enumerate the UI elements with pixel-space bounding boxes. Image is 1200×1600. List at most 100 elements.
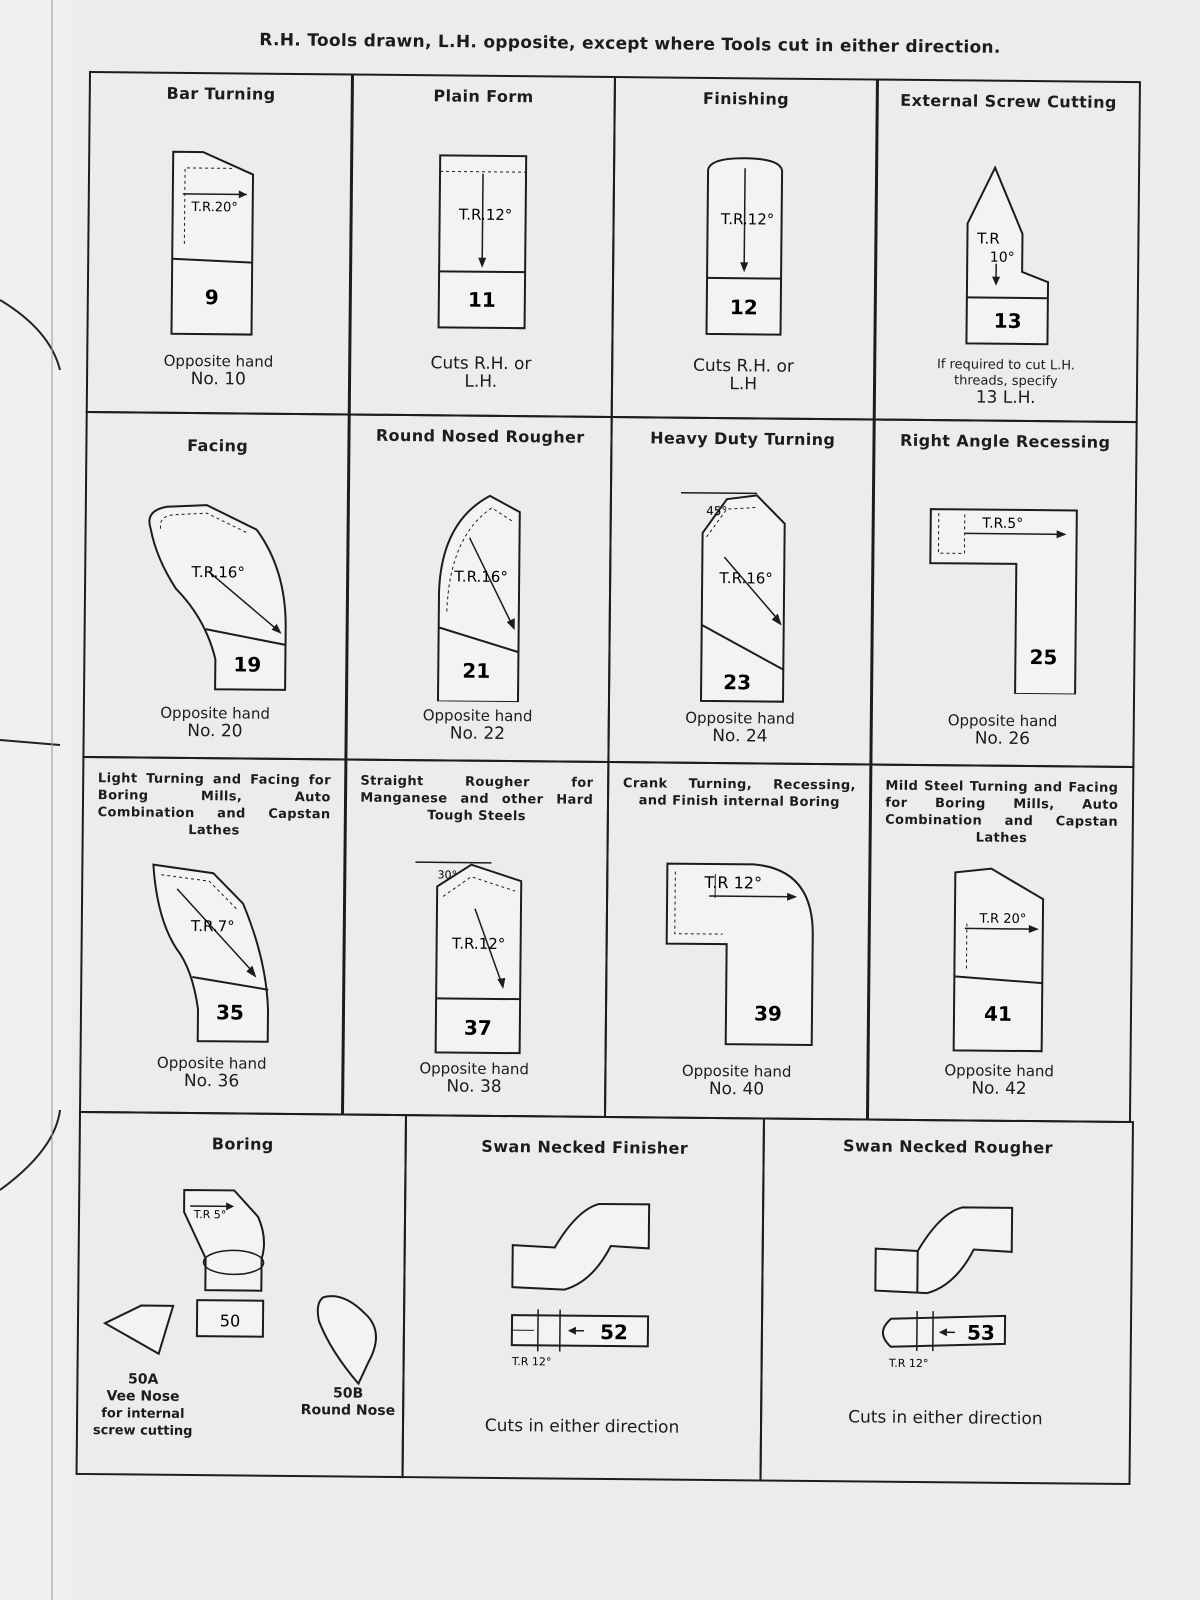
tool-rake-label: T.R.16° [191, 563, 246, 582]
tool-title: Plain Form [433, 86, 534, 107]
tool-rake-label: T.R 12° [888, 1356, 929, 1369]
finishing-sketch: T.R.12° 12 [705, 157, 784, 336]
tool-rake-label: T.R.12° [720, 210, 775, 229]
tool-number: 52 [600, 1320, 628, 1344]
heavy-duty-turning-sketch: 45° T.R.16° 23 [681, 491, 786, 703]
straight-rougher-sketch: 30° T.R.12° 37 [415, 861, 523, 1054]
tool-cell-heavy-duty-turning: Heavy Duty Turning 45° T.R.16° 23 Opposi… [607, 415, 876, 766]
tool-title: Light Turning and Facing for Boring Mill… [97, 770, 332, 839]
tool-note: Cuts in either direction [848, 1407, 1043, 1429]
facing-page-fragment [0, 0, 61, 1600]
bar-turning-sketch: T.R.20° 9 [170, 150, 255, 336]
tool-title: Swan Necked Rougher [842, 1136, 1053, 1158]
tool-title: Straight Rougher for Manganese and other… [360, 773, 594, 824]
vee-nose-label: 50A Vee Nose for internal screw cutting [92, 1371, 193, 1439]
tool-cell-light-turning: Light Turning and Facing for Boring Mill… [78, 755, 348, 1116]
tool-rake-label: T.R.16° [719, 569, 774, 588]
tool-title: Right Angle Recessing [900, 430, 1111, 452]
right-angle-recessing-sketch: T.R.5° 25 [929, 507, 1078, 695]
tool-title: Bar Turning [166, 83, 276, 104]
tool-cell-straight-rougher: Straight Rougher for Manganese and other… [341, 758, 610, 1119]
tool-number: 35 [216, 1000, 244, 1024]
tool-cell-swan-necked-rougher: Swan Necked Rougher 53 T.R 12° Cuts in e… [759, 1117, 1134, 1486]
tool-number: 37 [464, 1015, 492, 1039]
tool-title: Swan Necked Finisher [481, 1136, 689, 1158]
tool-note: Cuts in either direction [484, 1415, 680, 1438]
tool-number: 50 [220, 1311, 241, 1330]
tool-title: Boring [211, 1133, 274, 1154]
tool-number: 12 [730, 295, 758, 319]
tool-title: Heavy Duty Turning [650, 428, 836, 449]
tool-title: Facing [187, 435, 249, 456]
tool-rake-label: T.R.20° [191, 200, 238, 215]
tool-number: 25 [1029, 645, 1057, 669]
tool-cell-round-nosed-rougher: Round Nosed Rougher T.R.16° 21 Opposite … [344, 413, 613, 764]
tool-title: Round Nosed Rougher [375, 425, 585, 447]
round-nose-label: 50B Round Nose [300, 1385, 396, 1419]
tool-title: Mild Steel Turning and Facing for Boring… [885, 778, 1119, 846]
mild-steel-turning-sketch: T.R 20° 41 [952, 867, 1044, 1052]
tool-rake-label: T.R 12° [511, 1355, 552, 1368]
tool-title: Finishing [702, 88, 790, 109]
tool-cell-boring: Boring T.R 5° 50 50A Vee Nose for intern… [75, 1110, 408, 1479]
table-row: Light Turning and Facing for Boring Mill… [78, 755, 1143, 1124]
tool-rake-label: T.R [976, 229, 1000, 247]
tool-rake-angle: 10° [990, 249, 1015, 265]
tool-rake-label: T.R 20° [978, 911, 1026, 926]
tool-rake-label: T.R.16° [453, 567, 508, 586]
tool-rake-label: T.R.12° [451, 934, 506, 953]
tool-cell-external-screw-cutting: External Screw Cutting T.R 10° 13 If req… [872, 78, 1142, 424]
angle-label: 45° [706, 504, 727, 518]
swan-necked-rougher-sketch: 53 T.R 12° [874, 1206, 1014, 1370]
round-nosed-rougher-sketch: T.R.16° 21 [436, 494, 521, 703]
tool-cell-crank-turning: Crank Turning, Recessing, and Finish int… [603, 760, 873, 1121]
facing-sketch: T.R.16° 19 [148, 503, 287, 691]
tool-title: Crank Turning, Recessing, and Finish int… [622, 775, 857, 810]
tool-rake-label: T.R 12° [704, 873, 763, 893]
tool-rake-label: T.R.12° [458, 205, 513, 224]
tool-cell-right-angle-recessing: Right Angle Recessing T.R.5° 25 Opposite… [869, 418, 1138, 769]
angle-label: 30° [437, 868, 457, 881]
tool-rake-label: T.R.5° [981, 515, 1023, 531]
light-turning-sketch: T.R.7° 35 [152, 863, 270, 1043]
swan-necked-finisher-sketch: 52 T.R 12° [510, 1202, 651, 1368]
tool-number: 9 [205, 285, 219, 309]
tool-number: 11 [468, 287, 496, 311]
tool-rake-label: T.R.7° [190, 917, 235, 935]
tool-number: 21 [462, 658, 490, 682]
tool-number: 53 [967, 1320, 995, 1344]
tool-title: External Screw Cutting [900, 90, 1117, 112]
plain-form-sketch: T.R.12° 11 [437, 154, 527, 329]
round-nose-sketch [316, 1294, 377, 1386]
tool-number: 19 [234, 652, 262, 676]
crank-turning-sketch: T.R 12° 39 [665, 862, 815, 1046]
tool-number: 39 [754, 1001, 782, 1025]
vee-nose-sketch [102, 1304, 175, 1355]
screw-cutting-sketch: T.R 10° 13 [965, 165, 1049, 345]
tool-number: 23 [723, 670, 751, 694]
tool-cell-mild-steel-turning: Mild Steel Turning and Facing for Boring… [866, 763, 1135, 1124]
tool-cell-swan-necked-finisher: Swan Necked Finisher 52 T.R 12° Cuts in … [401, 1113, 766, 1482]
table-row: Boring T.R 5° 50 50A Vee Nose for intern… [75, 1110, 1140, 1486]
tool-rake-label: T.R 5° [192, 1208, 226, 1221]
tool-number: 13 [993, 308, 1021, 332]
